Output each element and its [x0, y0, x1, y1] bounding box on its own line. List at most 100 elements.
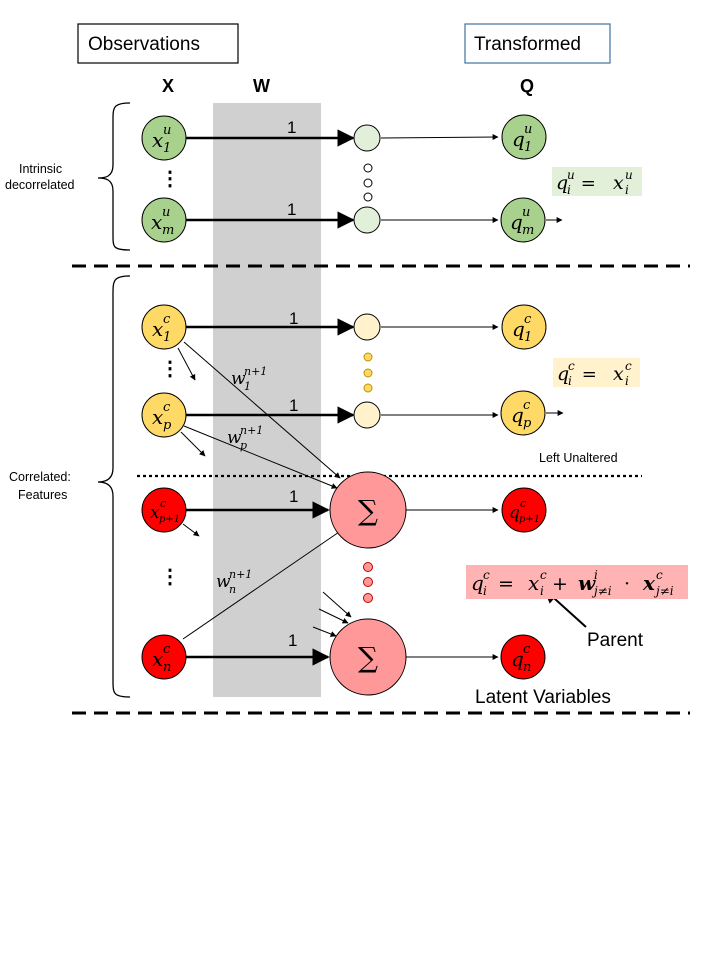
- weight-label-xc1: 1: [289, 309, 298, 328]
- edge-weight-labels: 1 1 1 1 1 1: [287, 118, 298, 650]
- svg-text:w: w: [231, 369, 246, 389]
- svg-text:q: q: [557, 363, 569, 385]
- ellipsis-x-mid: ⋮: [160, 358, 180, 380]
- svg-text:x: x: [528, 571, 539, 595]
- intrinsic-brace: [97, 102, 131, 251]
- hidden-node-u1: [353, 124, 381, 152]
- svg-text:x: x: [613, 172, 624, 194]
- node-q-cn: q c n: [500, 634, 546, 680]
- left-unaltered-label: Left Unaltered: [539, 451, 618, 465]
- svg-text:c: c: [163, 642, 171, 657]
- svg-text:x: x: [152, 647, 163, 671]
- observations-header: Observations: [77, 23, 239, 64]
- equation-latent: q c i = x c i + w i j≠i · x c j≠i: [466, 565, 688, 599]
- svg-text:q: q: [471, 571, 484, 595]
- svg-text:m: m: [522, 223, 534, 238]
- svg-text:i: i: [483, 584, 487, 598]
- svg-text:q: q: [556, 172, 568, 194]
- svg-text:n: n: [229, 583, 236, 596]
- column-x-label: X: [162, 76, 174, 96]
- svg-text:u: u: [163, 123, 171, 138]
- node-q-c1: q c 1: [501, 304, 547, 350]
- svg-text:c: c: [483, 568, 490, 582]
- svg-text:c: c: [523, 642, 531, 657]
- svg-text:c: c: [163, 400, 171, 415]
- node-x-cp: x c p: [141, 392, 187, 438]
- node-q-um: q u m: [500, 197, 546, 243]
- svg-text:x: x: [151, 210, 162, 234]
- svg-text:c: c: [160, 497, 166, 510]
- weight-label-xcp1: 1: [289, 487, 298, 506]
- equation-unaltered: q c i = x c i: [553, 358, 640, 388]
- stub-in-3: [312, 626, 337, 637]
- svg-text:x: x: [152, 405, 163, 429]
- svg-text:p+1: p+1: [159, 514, 180, 525]
- svg-text:1: 1: [163, 330, 171, 345]
- edge-wn-diag: [182, 529, 343, 640]
- svg-text:+: +: [546, 573, 574, 595]
- svg-text:n+1: n+1: [244, 365, 267, 378]
- stub-xc1: [177, 347, 196, 381]
- svg-text:w: w: [216, 572, 231, 592]
- sum-node-1: ∑: [329, 471, 407, 549]
- latent-variables-label: Latent Variables: [475, 687, 611, 708]
- svg-text:q: q: [511, 647, 524, 671]
- svg-text:x: x: [152, 128, 163, 152]
- hidden-node-um: [353, 206, 381, 234]
- svg-text:q: q: [511, 403, 524, 427]
- svg-text:∑: ∑: [358, 641, 378, 674]
- node-q-u1: q u 1: [501, 114, 547, 160]
- edge-hidden-qu1: [380, 134, 499, 141]
- weight-wn: w n+1 n: [216, 568, 252, 596]
- weight-label-xu1: 1: [287, 118, 296, 137]
- transformed-header: Transformed: [464, 23, 611, 64]
- svg-text:=: =: [576, 364, 603, 385]
- svg-text:·: ·: [618, 573, 636, 595]
- node-q-cp: q c p: [500, 390, 546, 436]
- svg-text:x: x: [150, 503, 160, 523]
- stub-in-2: [318, 608, 349, 624]
- weight-label-xcn: 1: [288, 631, 297, 650]
- svg-text:u: u: [625, 168, 633, 182]
- svg-text:=: =: [492, 573, 520, 595]
- svg-text:1: 1: [524, 140, 532, 155]
- transformed-label: Transformed: [474, 34, 581, 55]
- svg-text:u: u: [524, 122, 532, 137]
- edge-wp-diag: [183, 425, 338, 489]
- svg-text:c: c: [568, 359, 575, 373]
- node-x-u1: x u 1: [141, 115, 187, 161]
- svg-text:n: n: [523, 660, 531, 675]
- svg-text:p+1: p+1: [519, 514, 540, 525]
- svg-text:u: u: [522, 205, 530, 220]
- svg-text:u: u: [162, 205, 170, 220]
- intrinsic-label: Intrinsic: [19, 162, 62, 176]
- svg-text:u: u: [567, 168, 575, 182]
- hidden-nodes: [353, 124, 381, 429]
- svg-text:w: w: [227, 428, 242, 448]
- svg-text:c: c: [520, 497, 526, 510]
- svg-text:j≠i: j≠i: [653, 584, 674, 598]
- weight-band: [213, 103, 321, 697]
- node-x-cn: x c n: [141, 634, 187, 680]
- hidden-node-cp: [353, 401, 381, 429]
- svg-text:x: x: [642, 571, 656, 595]
- ellipsis-x-lower: ⋮: [160, 566, 180, 588]
- svg-text:i: i: [625, 183, 629, 197]
- correlated-brace: [97, 275, 131, 698]
- column-q-label: Q: [520, 76, 534, 96]
- svg-text:m: m: [162, 223, 174, 238]
- svg-text:1: 1: [163, 141, 171, 156]
- svg-text:q: q: [510, 210, 523, 234]
- svg-text:w: w: [578, 571, 596, 595]
- node-x-cp1: x c p+1: [141, 487, 187, 533]
- column-w-label: W: [253, 76, 270, 96]
- stub-xcp: [180, 431, 206, 457]
- sum-node-2: ∑: [329, 618, 407, 696]
- features-label: Features: [18, 488, 67, 502]
- svg-text:p: p: [240, 439, 247, 452]
- svg-text:i: i: [594, 568, 598, 582]
- equation-intrinsic: q u i = x u i: [552, 167, 642, 197]
- node-x-um: x u m: [141, 197, 187, 243]
- svg-text:j≠i: j≠i: [591, 584, 612, 598]
